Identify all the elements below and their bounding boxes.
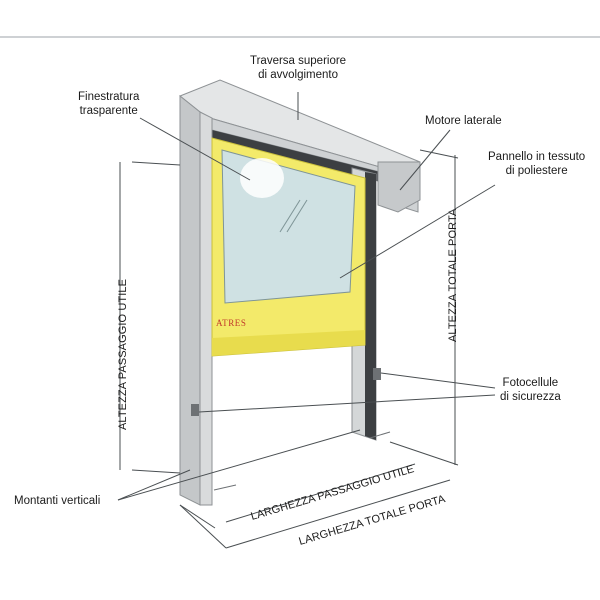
passage-height-ext-bottom xyxy=(131,469,181,474)
leader-post-right xyxy=(117,429,361,501)
window-label-line2: trasparente xyxy=(79,105,138,117)
window-reflection-2 xyxy=(286,199,308,233)
leader-post-left xyxy=(117,469,191,501)
leader-window xyxy=(139,117,251,181)
top-rail-label-line2: di avvolgimento xyxy=(258,69,338,81)
vertical-posts-label: Montanti verticali xyxy=(14,495,101,507)
fabric-panel-label: Pannello in tessuto di poliestere xyxy=(488,150,585,178)
leader-photocell-right xyxy=(380,372,496,389)
right-post-guide xyxy=(365,172,376,440)
photocells-label: Fotocellule di sicurezza xyxy=(500,376,561,404)
side-motor-box xyxy=(377,161,421,213)
width-ext-left-inner xyxy=(179,504,216,529)
leader-side-motor xyxy=(399,129,451,191)
left-post-side xyxy=(179,94,201,506)
total-height-label: ALTEZZA TOTALE PORTA xyxy=(447,208,459,342)
top-rail-label-line1: Traversa superiore xyxy=(250,55,347,67)
passage-height-label: ALTEZZA PASSAGGIO UTILE xyxy=(117,279,129,430)
passage-width-line xyxy=(225,463,416,523)
photocell-left xyxy=(191,404,199,416)
photocells-label-line2: di sicurezza xyxy=(500,391,561,403)
window-glare xyxy=(240,158,284,198)
width-ext-left-outer xyxy=(179,504,227,549)
fabric-panel-label-line1: Pannello in tessuto xyxy=(488,151,586,163)
leader-fabric-panel xyxy=(339,184,496,279)
curtain-bottom-hem xyxy=(212,330,365,356)
side-motor-label: Motore laterale xyxy=(425,115,502,127)
window-label-line1: Finestratura xyxy=(78,91,140,103)
top-rail-label: Traversa superiore di avvolgimento xyxy=(250,54,346,82)
top-rail-slot xyxy=(212,130,380,182)
total-width-line xyxy=(225,479,451,549)
photocell-right xyxy=(373,368,381,380)
leader-photocell-left xyxy=(198,394,496,413)
atres-logo: ATRES xyxy=(216,318,247,328)
total-height-ext-top xyxy=(419,149,459,159)
photocells-label-line1: Fotocellule xyxy=(502,377,559,389)
total-height-ext-bottom xyxy=(389,441,459,466)
passage-height-ext-top xyxy=(131,161,181,166)
window-reflection-1 xyxy=(279,199,301,233)
floor-arrow-left xyxy=(213,484,237,491)
floor-arrow-right xyxy=(369,431,391,439)
fabric-panel-label-line2: di poliestere xyxy=(505,165,568,177)
window-label: Finestratura trasparente xyxy=(78,90,139,118)
left-post-front xyxy=(199,111,213,506)
